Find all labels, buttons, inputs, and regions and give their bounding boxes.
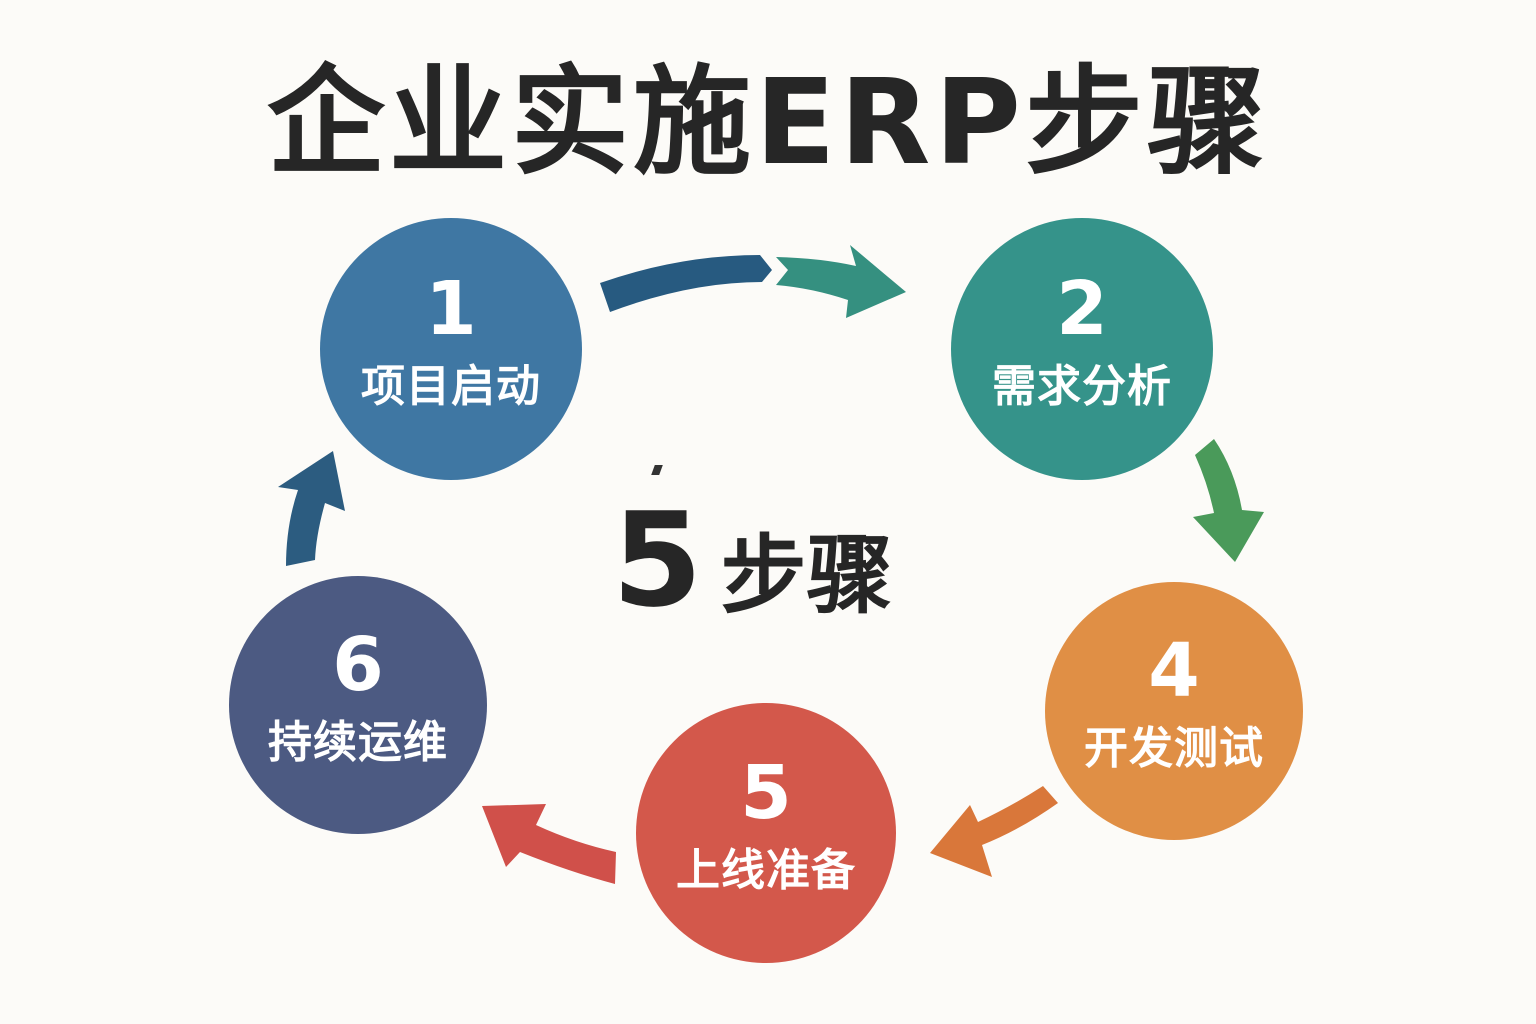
arrow-4-to-5	[930, 786, 1058, 877]
arrow-6-to-1	[278, 451, 345, 566]
step-label: 需求分析	[992, 361, 1172, 412]
arrow-1-to-2-head	[776, 245, 906, 318]
arrow-1-to-2-tail	[600, 255, 772, 312]
step-label: 开发测试	[1084, 723, 1264, 774]
step-6-ongoing-maintenance: 6 持续运维	[229, 576, 487, 834]
step-1-project-kickoff: 1 项目启动	[320, 218, 582, 480]
step-label: 上线准备	[676, 845, 856, 896]
step-label: 项目启动	[361, 361, 541, 412]
center-label: 步骤	[720, 526, 893, 626]
step-number: 6	[332, 622, 384, 708]
step-2-requirements-analysis: 2 需求分析	[951, 218, 1213, 480]
step-number: 2	[1056, 266, 1108, 352]
step-number: 5	[740, 750, 792, 836]
center-number: 5	[612, 484, 703, 636]
diagram-title: 企业实施ERP步骤	[267, 53, 1269, 191]
step-5-go-live-preparation: 5 上线准备	[636, 703, 896, 963]
step-label: 持续运维	[268, 717, 448, 768]
step-4-development-testing: 4 开发测试	[1045, 582, 1303, 840]
step-number: 1	[425, 266, 477, 352]
arrow-5-to-6	[482, 804, 616, 884]
arrow-2-to-4	[1193, 439, 1264, 562]
step-number: 4	[1148, 628, 1200, 714]
